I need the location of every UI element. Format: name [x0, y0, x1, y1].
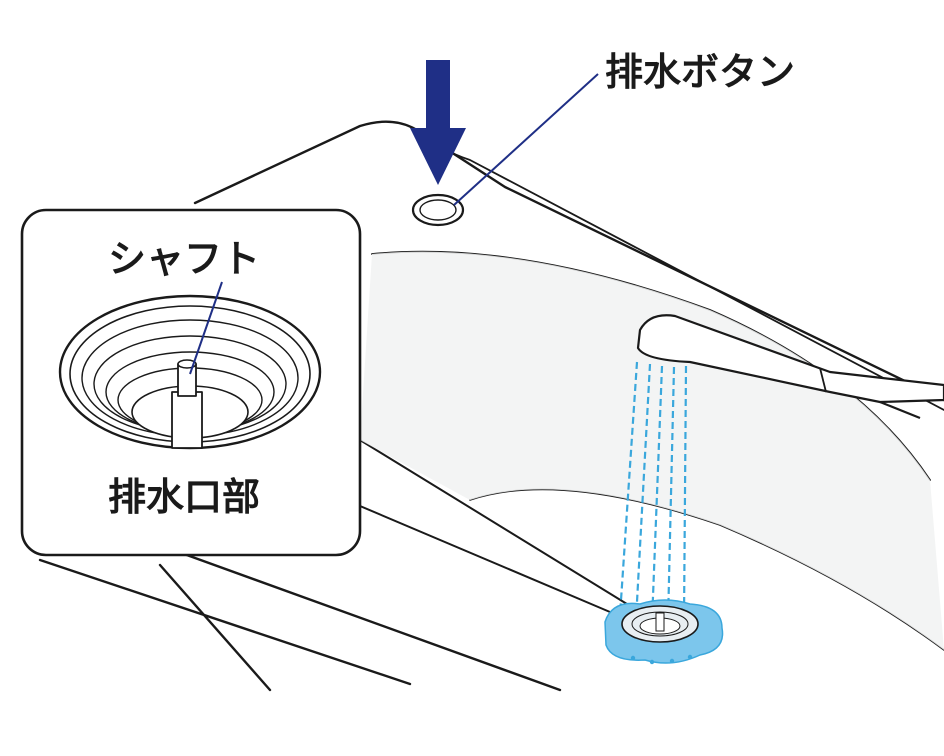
drain-outlet-label: 排水口部: [108, 475, 260, 519]
drain-button-leader: [453, 73, 599, 206]
faucet: [636, 314, 944, 420]
detail-inset: シャフト 排水口部: [20, 208, 362, 557]
down-arrow-icon: [410, 60, 466, 185]
drain-button: [411, 193, 465, 227]
shaft-label: シャフト: [108, 237, 260, 281]
drain-button-label: 排水ボタン: [605, 50, 795, 94]
basin-interior: [360, 251, 944, 650]
water-spray-icon: [618, 361, 688, 623]
shaft-leader: [189, 281, 223, 375]
basin-drain: [604, 599, 724, 665]
